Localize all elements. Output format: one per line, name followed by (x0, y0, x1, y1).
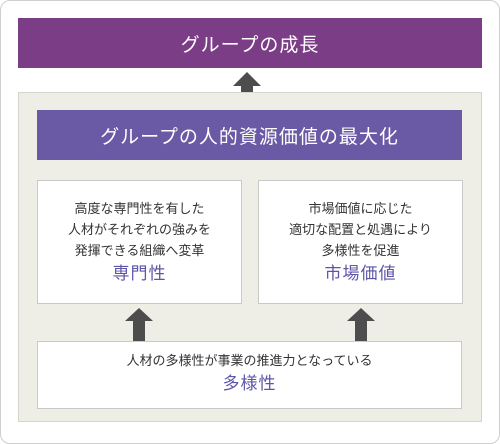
arrow-up-icon (233, 72, 261, 110)
market-value-title: 市場価値 (324, 264, 397, 284)
top-goal-box: グループの成長 (18, 18, 482, 68)
description-line: 人材がそれぞれの強みを (67, 223, 211, 238)
diversity-title: 多様性 (222, 374, 277, 394)
description-line: 人材の多様性が事業の推進力となっている (126, 354, 373, 369)
expertise-card: 高度な専門性を有した 人材がそれぞれの強みを 発揮できる組織へ変革 専門性 (37, 180, 242, 304)
description-line: 高度な専門性を有した (74, 202, 205, 217)
description-line: 適切な配置と処遇により (289, 223, 432, 238)
description-line: 多様性を促進 (321, 244, 400, 259)
middle-goal-box: グループの人的資源価値の最大化 (37, 110, 462, 160)
market-value-card: 市場価値に応じた 適切な配置と処遇により 多様性を促進 市場価値 (258, 180, 463, 304)
expertise-description: 高度な専門性を有した 人材がそれぞれの強みを 発揮できる組織へ変革 (38, 199, 241, 262)
description-line: 市場価値に応じた (308, 202, 413, 217)
diversity-card: 人材の多様性が事業の推進力となっている 多様性 (37, 341, 462, 409)
top-goal-title: グループの成長 (180, 33, 320, 56)
description-line: 発揮できる組織へ変革 (74, 244, 205, 259)
expertise-title: 専門性 (112, 264, 167, 284)
arrow-up-icon (125, 308, 153, 341)
middle-goal-title: グループの人的資源価値の最大化 (100, 125, 399, 148)
arrow-up-icon (347, 308, 375, 341)
market-value-description: 市場価値に応じた 適切な配置と処遇により 多様性を促進 (259, 199, 462, 262)
diversity-description: 人材の多様性が事業の推進力となっている (38, 351, 461, 372)
